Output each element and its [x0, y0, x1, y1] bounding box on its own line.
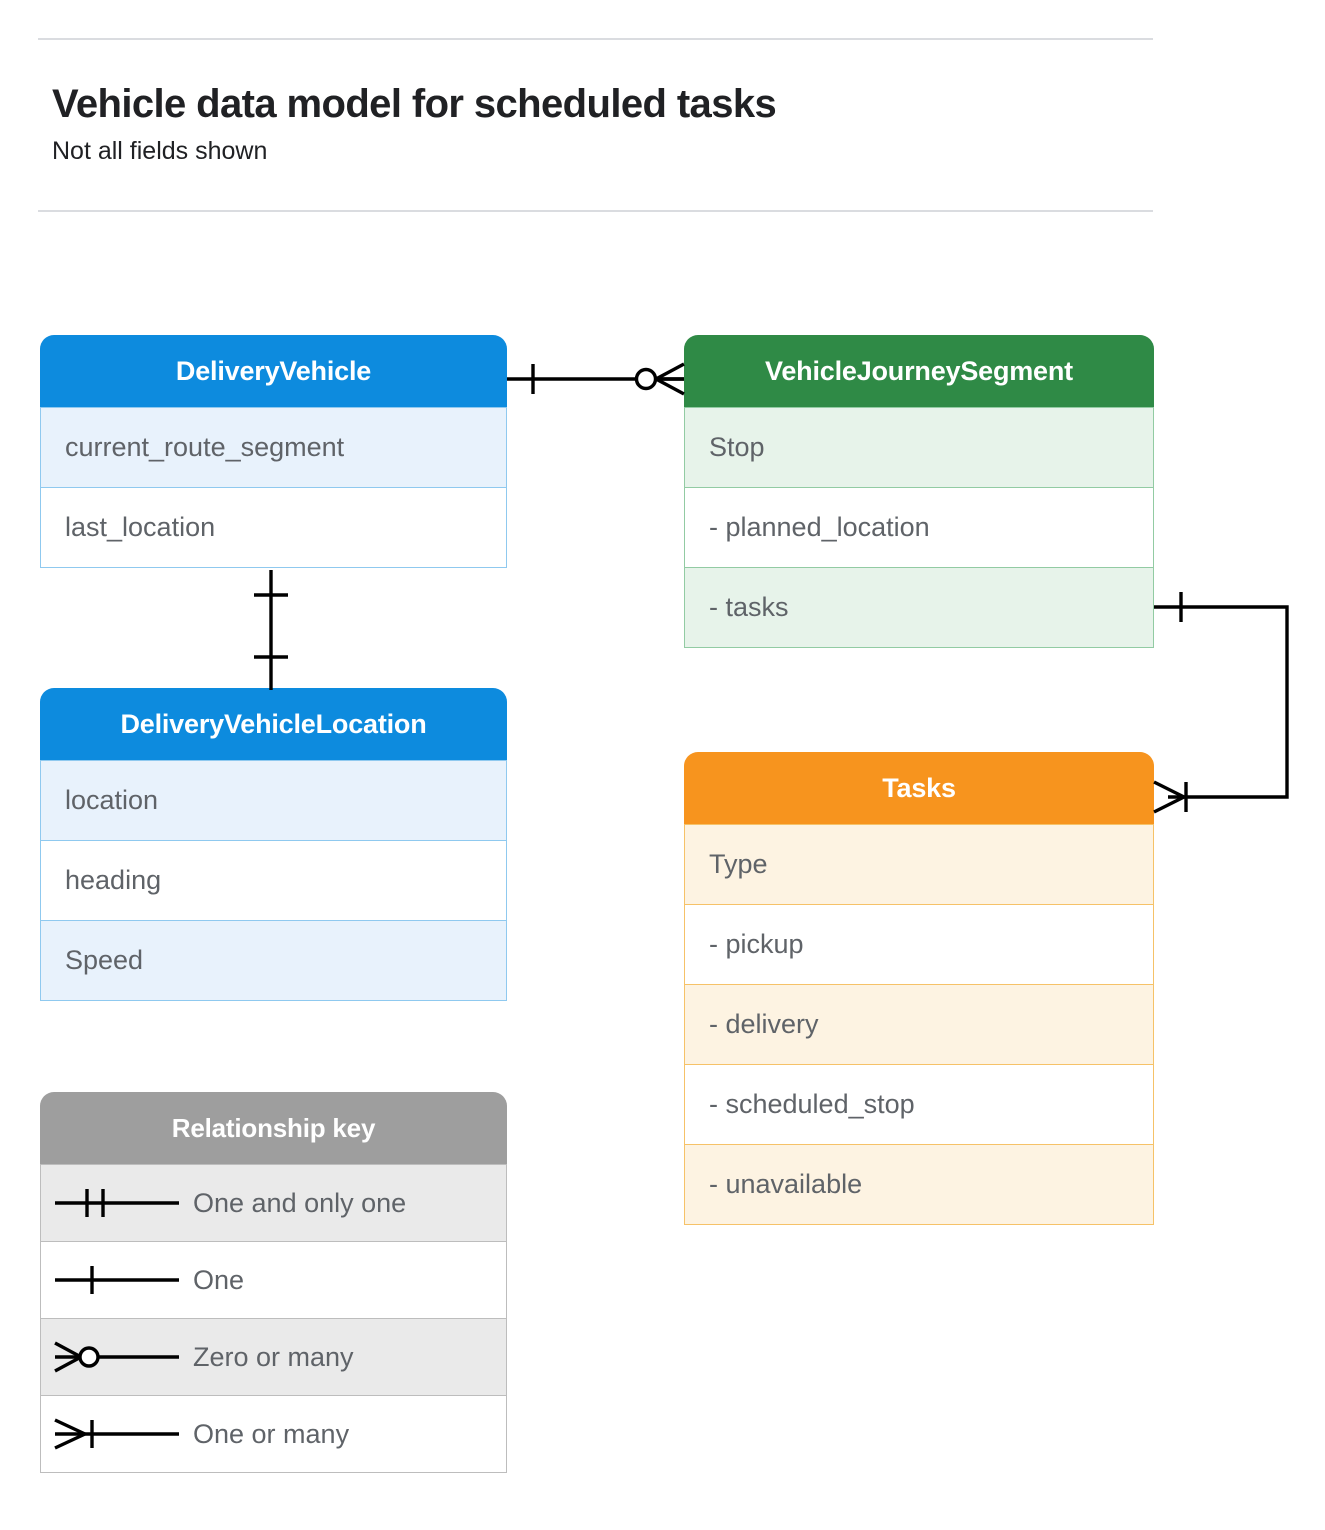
entity-fields-delivery-vehicle: current_route_segment last_location	[40, 407, 507, 568]
legend-row: Zero or many	[41, 1318, 506, 1395]
field-row[interactable]: last_location	[41, 487, 506, 567]
connector-vehicle-to-journey-segment	[507, 362, 685, 396]
legend-label: Zero or many	[193, 1341, 354, 1372]
entity-title-tasks: Tasks	[684, 752, 1154, 824]
zero-or-many-icon	[41, 1337, 193, 1377]
legend-label: One and only one	[193, 1187, 407, 1218]
field-row[interactable]: - planned_location	[685, 487, 1153, 567]
header-rule-bottom	[38, 210, 1153, 212]
page-title: Vehicle data model for scheduled tasks	[52, 82, 777, 126]
entity-fields-tasks: Type - pickup - delivery - scheduled_sto…	[684, 824, 1154, 1225]
legend-label: One or many	[193, 1418, 350, 1449]
field-row[interactable]: location	[41, 760, 506, 840]
legend-row: One or many	[41, 1395, 506, 1472]
legend-row: One and only one	[41, 1164, 506, 1241]
page-header: Vehicle data model for scheduled tasks N…	[38, 38, 1153, 212]
entity-delivery-vehicle-location[interactable]: DeliveryVehicleLocation location heading…	[40, 688, 507, 1001]
connector-vehicle-to-vehicle-location	[254, 570, 288, 690]
page-subtitle: Not all fields shown	[52, 137, 268, 165]
one-or-many-icon	[41, 1414, 193, 1454]
one-icon	[41, 1260, 193, 1300]
field-row[interactable]: Speed	[41, 920, 506, 1000]
field-row[interactable]: - tasks	[685, 567, 1153, 647]
entity-vehicle-journey-segment[interactable]: VehicleJourneySegment Stop - planned_loc…	[684, 335, 1154, 648]
header-rule-top	[38, 38, 1153, 40]
field-row[interactable]: heading	[41, 840, 506, 920]
one-and-only-one-icon	[41, 1183, 193, 1223]
entity-fields-vehicle-journey-segment: Stop - planned_location - tasks	[684, 407, 1154, 648]
field-row[interactable]: - pickup	[685, 904, 1153, 984]
legend-row: One	[41, 1241, 506, 1318]
field-row[interactable]: - scheduled_stop	[685, 1064, 1153, 1144]
legend-rows: One and only one One Zero	[40, 1164, 507, 1473]
entity-tasks[interactable]: Tasks Type - pickup - delivery - schedul…	[684, 752, 1154, 1225]
field-row[interactable]: Stop	[685, 407, 1153, 487]
field-row[interactable]: - unavailable	[685, 1144, 1153, 1224]
connector-journey-segment-tasks-to-tasks	[1153, 592, 1289, 814]
legend-label: One	[193, 1264, 245, 1295]
relationship-key-legend: Relationship key One and only one One	[40, 1092, 507, 1473]
entity-title-delivery-vehicle-location: DeliveryVehicleLocation	[40, 688, 507, 760]
field-row[interactable]: current_route_segment	[41, 407, 506, 487]
entity-fields-delivery-vehicle-location: location heading Speed	[40, 760, 507, 1001]
entity-title-vehicle-journey-segment: VehicleJourneySegment	[684, 335, 1154, 407]
legend-title: Relationship key	[40, 1092, 507, 1164]
field-row[interactable]: Type	[685, 824, 1153, 904]
entity-delivery-vehicle[interactable]: DeliveryVehicle current_route_segment la…	[40, 335, 507, 568]
entity-title-delivery-vehicle: DeliveryVehicle	[40, 335, 507, 407]
field-row[interactable]: - delivery	[685, 984, 1153, 1064]
